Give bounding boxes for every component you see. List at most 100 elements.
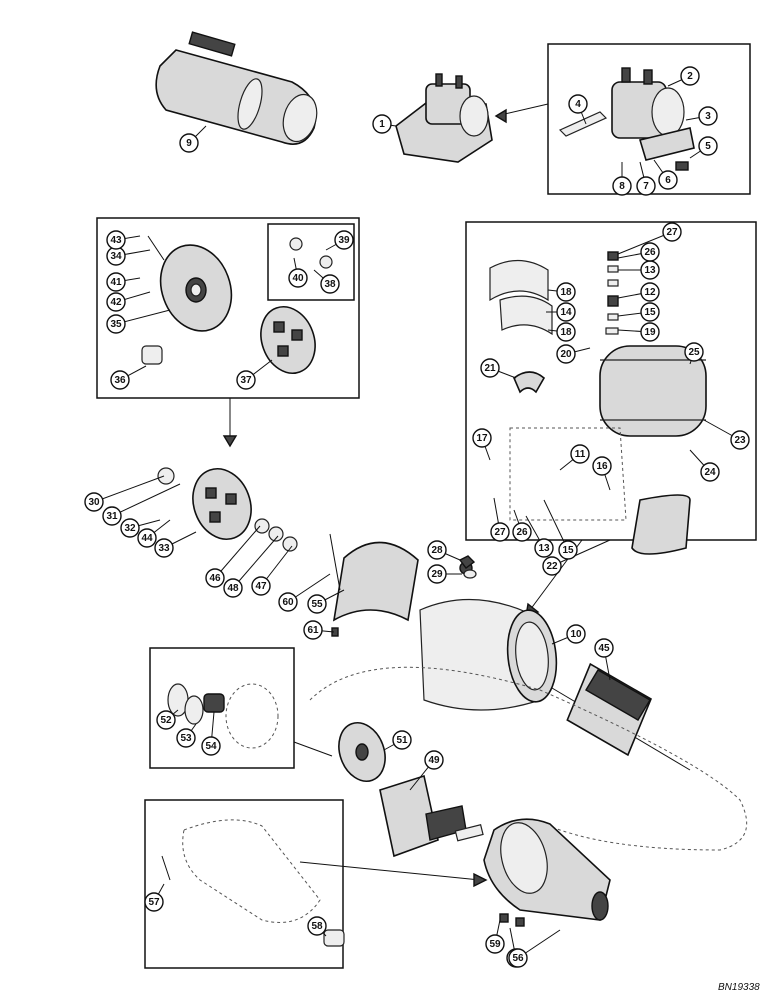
- callout-number: 60: [282, 597, 294, 608]
- callout-circle: [556, 302, 576, 322]
- callout-circle: [303, 620, 323, 640]
- solenoid-detail-arrowhead: [494, 108, 507, 124]
- callout-number: 13: [644, 265, 656, 276]
- callout-31: 31: [102, 483, 181, 526]
- callout-39: 39: [325, 230, 354, 251]
- callout-circle: [84, 492, 104, 512]
- callout-number: 26: [644, 247, 656, 258]
- callout-number: 29: [431, 569, 443, 580]
- callout-circle: [288, 268, 308, 288]
- callout-circle: [278, 592, 298, 612]
- callout-circle: [472, 428, 492, 448]
- callout-10: 10: [551, 624, 586, 645]
- callout-number: 41: [110, 277, 122, 288]
- callout-59: 59: [485, 919, 505, 954]
- armature: [551, 662, 691, 771]
- callout-number: 34: [110, 251, 122, 262]
- callout-circle: [640, 242, 660, 262]
- callout-36: 36: [110, 365, 147, 390]
- callout-circle: [106, 272, 126, 292]
- drive-housing-arrow: [299, 861, 481, 881]
- callout-circle: [512, 522, 532, 542]
- callout-45: 45: [594, 638, 614, 681]
- callout-9: 9: [179, 125, 207, 153]
- starter-drive: [379, 774, 484, 858]
- callout-circle: [201, 736, 221, 756]
- callout-61: 61: [303, 620, 335, 640]
- callout-circle: [698, 106, 718, 126]
- callout-number: 22: [546, 561, 558, 572]
- callout-circle: [568, 94, 588, 114]
- callout-circle: [120, 518, 140, 538]
- callout-number: 21: [484, 363, 496, 374]
- end-plate-detail-box: [96, 217, 360, 399]
- callout-18: 18: [547, 322, 576, 342]
- drawing-code: BN19338: [718, 982, 760, 993]
- callout-number: 9: [186, 138, 192, 149]
- callout-circle: [592, 456, 612, 476]
- callout-25: 25: [684, 342, 704, 365]
- callout-circle: [480, 358, 500, 378]
- callout-13: 13: [525, 515, 554, 558]
- callout-54: 54: [201, 711, 221, 756]
- callout-26: 26: [512, 509, 532, 542]
- callout-number: 13: [538, 543, 550, 554]
- callout-number: 37: [240, 375, 252, 386]
- motor-frame: [419, 561, 558, 711]
- callout-number: 33: [158, 543, 170, 554]
- callout-circle: [594, 638, 614, 658]
- callout-circle: [179, 133, 199, 153]
- callout-35: 35: [106, 309, 171, 334]
- drive-end-plate: [338, 722, 386, 782]
- callout-circle: [307, 916, 327, 936]
- callout-number: 31: [106, 511, 118, 522]
- callout-5: 5: [689, 136, 718, 159]
- callout-13: 13: [618, 260, 660, 280]
- callout-18: 18: [547, 282, 576, 302]
- callout-number: 46: [209, 573, 221, 584]
- callout-number: 8: [619, 181, 625, 192]
- callout-circle: [223, 578, 243, 598]
- end-plate-arrowhead: [222, 435, 238, 448]
- callout-circle: [640, 282, 660, 302]
- callout-12: 12: [617, 282, 660, 302]
- callout-circle: [106, 230, 126, 250]
- callout-19: 19: [617, 322, 660, 342]
- end-plate-detail: [141, 235, 333, 374]
- callout-number: 18: [560, 327, 572, 338]
- callout-number: 38: [324, 279, 336, 290]
- callout-circle: [102, 506, 122, 526]
- callout-number: 11: [575, 449, 586, 460]
- callout-circle: [307, 594, 327, 614]
- callout-14: 14: [546, 302, 576, 322]
- callout-number: 40: [292, 273, 304, 284]
- callout-circle: [372, 114, 392, 134]
- callout-circle: [485, 934, 505, 954]
- callout-number: 35: [110, 319, 122, 330]
- callout-leader-line: [93, 475, 165, 503]
- callout-20: 20: [556, 344, 591, 364]
- callout-circle: [558, 540, 578, 560]
- solenoid-detail: [558, 67, 695, 171]
- callout-number: 61: [307, 625, 319, 636]
- callout-circle: [508, 948, 528, 968]
- callout-49: 49: [409, 750, 444, 791]
- callout-29: 29: [427, 564, 462, 584]
- callout-11: 11: [559, 444, 590, 471]
- callout-24: 24: [689, 449, 720, 482]
- callout-circle: [334, 230, 354, 250]
- callout-number: 44: [141, 533, 153, 544]
- callout-number: 19: [644, 327, 656, 338]
- callout-46: 46: [205, 525, 261, 588]
- callout-leader-line: [111, 483, 181, 517]
- callout-circle: [137, 528, 157, 548]
- callout-circle: [556, 322, 576, 342]
- callout-circle: [110, 370, 130, 390]
- callout-4: 4: [568, 94, 588, 125]
- callout-number: 6: [665, 175, 671, 186]
- callout-number: 59: [489, 939, 501, 950]
- callout-21: 21: [480, 358, 517, 379]
- callout-number: 3: [705, 111, 711, 122]
- callout-32: 32: [120, 518, 161, 538]
